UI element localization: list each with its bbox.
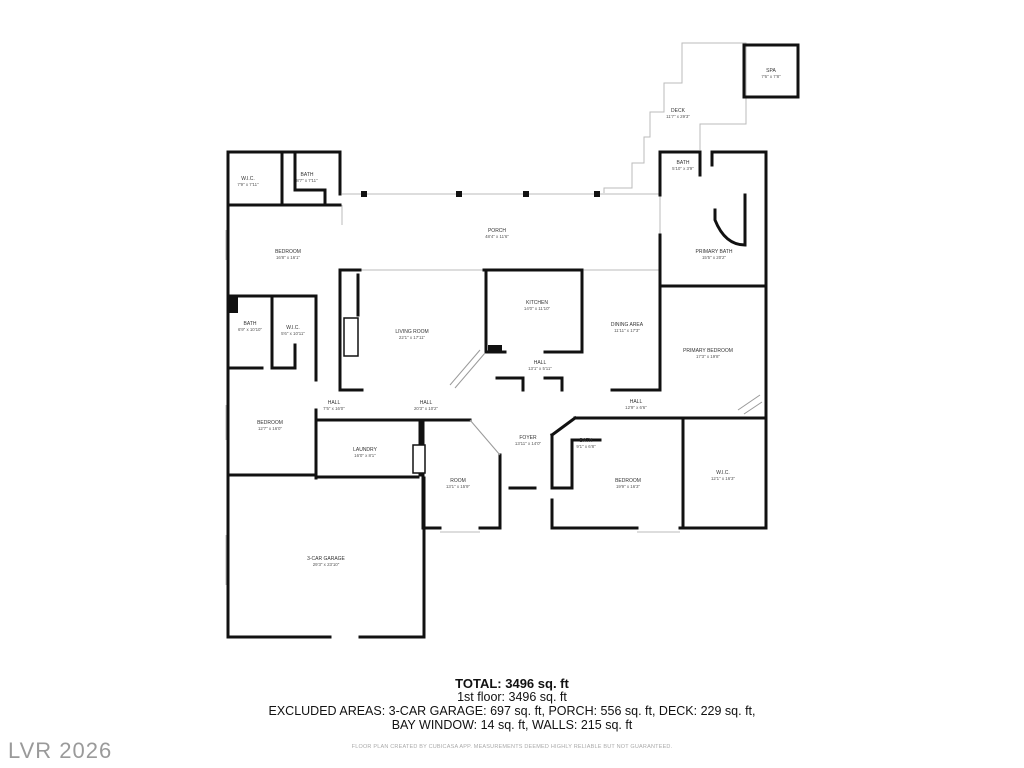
wall-east (610, 233, 662, 392)
room-name-kitchen: KITCHEN (526, 300, 548, 306)
room-dimensions-hall-c: 20'3" x 10'2" (414, 406, 439, 411)
floor-area: 1st floor: 3496 sq. ft (457, 690, 567, 704)
room-dimensions-porch: 48'4" x 11'6" (485, 234, 509, 239)
wall-kitchen (495, 376, 525, 392)
wall-nw (270, 294, 297, 370)
porch-column (456, 191, 462, 197)
fireplace (412, 444, 426, 474)
room-name-hall-e: HALL (630, 399, 643, 405)
wall-kitchen (543, 376, 564, 392)
room-dimensions-bath-s: 9'1" x 6'8" (576, 444, 596, 449)
spa-walls (742, 43, 800, 99)
room-name-wic-e: W.I.C. (716, 470, 730, 476)
fixture (228, 297, 238, 313)
room-dimensions-room: 13'1" x 15'9" (446, 484, 471, 489)
room-dimensions-laundry: 16'0" x 8'1" (354, 453, 376, 458)
columns (228, 191, 600, 353)
room-name-bedroom-w: BEDROOM (257, 420, 283, 426)
fireplaces (343, 317, 426, 474)
room-name-spa: SPA (766, 68, 776, 74)
detail-lines (449, 349, 763, 456)
room-dimensions-bedroom-nw: 16'8" x 16'1" (276, 255, 301, 260)
porch-column (523, 191, 529, 197)
fireplace (343, 317, 359, 357)
stair-line (737, 394, 761, 411)
wall-kitchen (484, 268, 507, 354)
room-dimensions-spa: 7'6" x 7'8" (761, 74, 781, 79)
wall-living (338, 268, 364, 392)
wall-south (478, 453, 502, 530)
room-name-foyer: FOYER (519, 435, 537, 441)
room-name-porch: PORCH (488, 228, 506, 234)
disclaimer: FLOOR PLAN CREATED BY CUBICASA APP. MEAS… (351, 744, 673, 750)
room-dimensions-dining: 11'11" x 17'3" (614, 328, 640, 333)
room-dimensions-deck: 11'7" x 29'3" (666, 114, 690, 119)
wall-nw (293, 150, 327, 207)
deck-outline (603, 42, 747, 193)
room-dimensions-living: 22'1" x 17'11" (399, 335, 426, 340)
wall-garage (226, 476, 332, 639)
stair-line (743, 401, 763, 415)
room-name-bath-ne: BATH (677, 160, 690, 166)
room-name-bath-nw: BATH (301, 172, 314, 178)
room-dimensions-bath-nw: 8'7" x 7'11" (296, 178, 318, 183)
wall-south (549, 415, 578, 438)
room-dimensions-bedroom-w: 12'7" x 16'0" (258, 426, 283, 431)
room-dimensions-bath-ne: 5'10" x 3'9" (672, 166, 694, 171)
room-name-room: ROOM (450, 478, 466, 484)
room-name-bedroom-s: BEDROOM (615, 478, 641, 484)
room-name-wic-w: W.I.C. (286, 325, 300, 331)
room-name-hall-k: HALL (534, 360, 547, 366)
room-dimensions-wic-nw: 7'9" x 7'11" (237, 182, 259, 187)
room-name-living: LIVING ROOM (395, 329, 428, 335)
wall-nw (226, 294, 318, 382)
room-dimensions-wic-e: 12'1" x 16'3" (711, 476, 736, 481)
room-dimensions-wic-w: 5'6" x 10'11" (281, 331, 305, 336)
room-dimensions-bedroom-s: 19'9" x 16'3" (616, 484, 641, 489)
thin-lines (225, 42, 767, 585)
room-name-bedroom-nw: BEDROOM (275, 249, 301, 255)
watermark: LVR 2026 (8, 738, 113, 763)
room-dimensions-foyer: 13'11" x 14'0" (515, 441, 542, 446)
room-name-dining: DINING AREA (611, 322, 644, 328)
room-dimensions-hall-e: 12'9" x 6'6" (625, 405, 647, 410)
room-name-hall-w: HALL (328, 400, 341, 406)
stair-line (449, 349, 481, 386)
room-dimensions-garage: 29'3" x 23'10" (313, 562, 340, 567)
room-name-wic-nw: W.I.C. (241, 176, 255, 182)
room-name-bath-w: BATH (244, 321, 257, 327)
excluded-areas-line1: EXCLUDED AREAS: 3-CAR GARAGE: 697 sq. ft… (268, 704, 756, 718)
wall-east (713, 193, 747, 247)
room-name-deck: DECK (671, 108, 686, 114)
wall-south (550, 498, 639, 530)
room-dimensions-hall-k: 13'1" x 5'11" (528, 366, 552, 371)
room-dimensions-bath-w: 6'9" x 10'10" (238, 327, 263, 332)
room-name-bath-s: BATH (580, 438, 593, 444)
door-diagonal (469, 419, 501, 456)
porch-column (594, 191, 600, 197)
room-name-garage: 3-CAR GARAGE (307, 556, 345, 562)
porch-column (361, 191, 367, 197)
excluded-areas-line2: BAY WINDOW: 14 sq. ft, WALLS: 215 sq. ft (391, 718, 633, 732)
room-dimensions-kitchen: 14'0" x 11'10" (524, 306, 551, 311)
fixture (488, 345, 502, 353)
room-name-hall-c: HALL (420, 400, 433, 406)
walls (226, 43, 800, 639)
wall-south (550, 433, 602, 490)
wall-garage (358, 476, 426, 639)
wall-south (421, 418, 442, 530)
room-dimensions-primary-bed: 17'3" x 19'8" (696, 354, 721, 359)
wall-nw (226, 150, 342, 196)
room-dimensions-hall-w: 7'5" x 16'0" (323, 406, 345, 411)
total-area: TOTAL: 3496 sq. ft (455, 676, 569, 691)
room-name-primary-bath: PRIMARY BATH (696, 249, 733, 255)
stair-line (454, 352, 486, 389)
wall-kitchen (482, 268, 584, 354)
room-dimensions-primary-bath: 15'5" x 20'2" (702, 255, 727, 260)
room-name-primary-bed: PRIMARY BEDROOM (683, 348, 733, 354)
room-name-laundry: LAUNDRY (353, 447, 377, 453)
